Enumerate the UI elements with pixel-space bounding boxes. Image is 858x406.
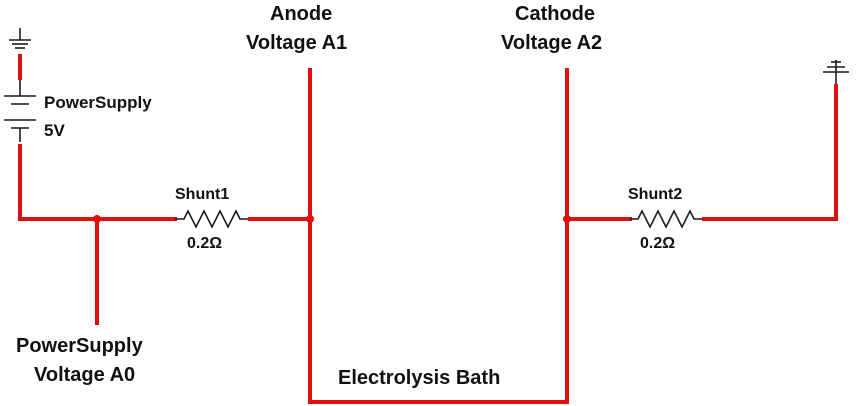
wire-supply-down [18,144,177,221]
ps-probe-label-line1: PowerSupply [16,335,144,357]
battery-icon [4,80,36,142]
anode-label-line1: Anode [270,3,332,25]
power-supply-name: PowerSupply [44,93,152,112]
shunt1-resistor-icon [175,209,250,229]
shunt1-name: Shunt1 [175,186,229,203]
junction-a0 [93,215,101,223]
ps-probe-label-line2: Voltage A0 [34,364,135,386]
ground-left-icon [9,28,31,49]
shunt2-value: 0.2Ω [640,235,675,252]
shunt1-value: 0.2Ω [187,235,222,252]
power-supply-voltage: 5V [44,121,65,140]
shunt2-name: Shunt2 [628,186,682,203]
junction-anode [306,215,314,223]
wire-electrolysis-bath [308,68,569,404]
shunt2-resistor-icon [630,209,704,229]
bath-label: Electrolysis Bath [338,367,500,389]
ground-right-icon [823,60,849,84]
anode-label-line2: Voltage A1 [246,32,347,54]
cathode-label-line2: Voltage A2 [501,32,602,54]
wire-shunt2-to-ground [702,84,838,221]
cathode-label-line1: Cathode [515,3,595,25]
